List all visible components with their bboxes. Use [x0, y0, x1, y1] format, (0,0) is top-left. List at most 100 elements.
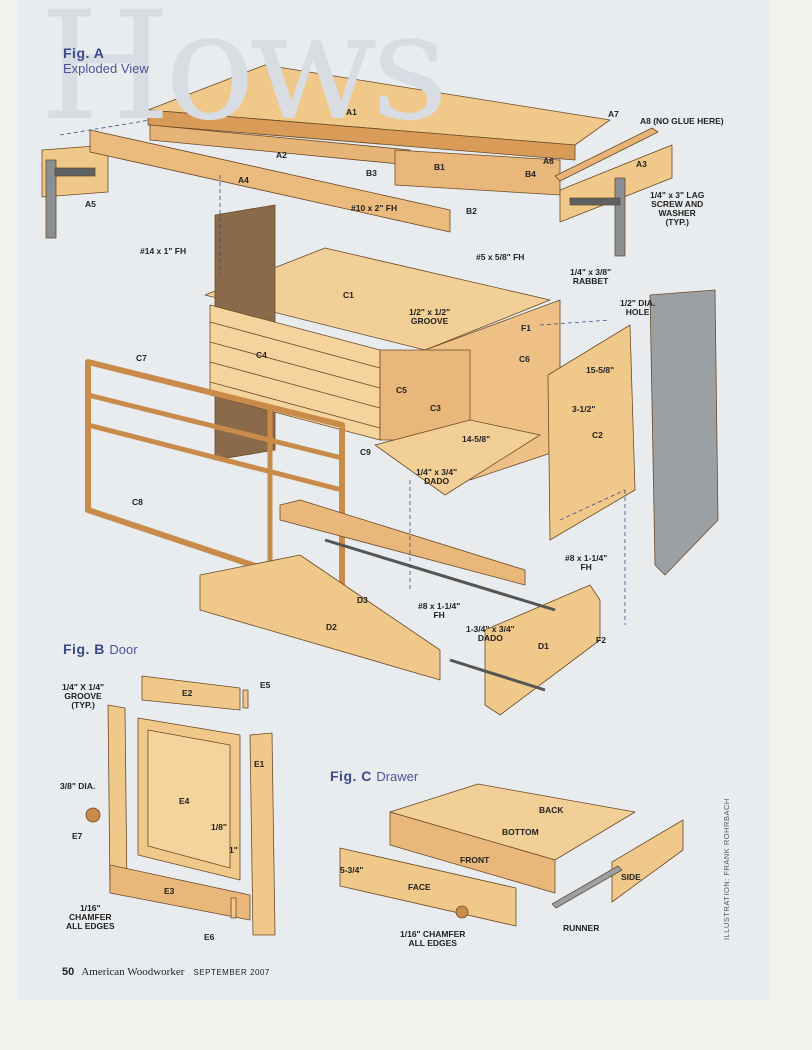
- label-screw-8-2: #8 x 1-1/4" FH: [418, 601, 461, 620]
- part-c1-top: [204, 247, 551, 351]
- part-a7-strip: [554, 127, 659, 182]
- illustration-credit: ILLUSTRATION: FRANK ROHRBACH: [722, 798, 731, 940]
- label-c4: C4: [256, 350, 267, 360]
- label-dim-18: 1/8": [211, 822, 227, 832]
- label-drawer-side: SIDE: [621, 872, 641, 882]
- drawer-knob: [455, 905, 469, 919]
- label-c9: C9: [360, 447, 371, 457]
- label-e7: E7: [72, 831, 83, 841]
- label-c5: C5: [396, 385, 407, 395]
- page-footer: 50 American Woodworker SEPTEMBER 2007: [62, 966, 270, 978]
- label-dim-15-58: 15-5/8": [586, 365, 615, 375]
- label-drawer-bottom: BOTTOM: [502, 827, 539, 837]
- label-e5: E5: [260, 680, 271, 690]
- label-rabbet: 1/4" x 3/8" RABBET: [570, 267, 612, 286]
- label-a4: A4: [238, 175, 249, 185]
- part-e3-rail: [109, 864, 251, 921]
- part-e4-panel-inner: [147, 729, 231, 869]
- fig-b-subtitle: Door: [109, 642, 138, 657]
- label-e4: E4: [179, 796, 190, 806]
- label-door-groove: 1/4" X 1/4" GROOVE (TYP.): [62, 682, 105, 710]
- label-f2: F2: [596, 635, 606, 645]
- label-b1: B1: [434, 162, 445, 172]
- issue-date: SEPTEMBER 2007: [193, 968, 270, 977]
- label-e1: E1: [254, 759, 265, 769]
- label-dim-5-34: 5-3/4": [340, 865, 364, 875]
- label-lag-screw: 1/4" x 3" LAG SCREW AND WASHER (TYP.): [650, 190, 705, 227]
- label-screw-8-1: #8 x 1-1/4" FH: [565, 553, 608, 572]
- label-d3: D3: [357, 595, 368, 605]
- label-c2: C2: [592, 430, 603, 440]
- fig-b-title: Fig. B: [63, 641, 105, 657]
- label-d1: D1: [538, 641, 549, 651]
- label-drawer-runner: RUNNER: [563, 923, 600, 933]
- magazine-name: American Woodworker: [81, 966, 185, 978]
- part-e2-rail: [141, 675, 241, 711]
- part-c9-bottom: [374, 419, 541, 496]
- fig-c-title: Fig. C: [330, 768, 372, 784]
- part-e1-stile: [249, 732, 276, 936]
- part-a4-rail: [89, 129, 451, 233]
- part-d2-base-rail: [199, 554, 441, 681]
- label-d2: D2: [326, 622, 337, 632]
- fig-a-title: Fig. A: [63, 45, 105, 61]
- fig-a-subtitle: Exploded View: [63, 61, 149, 76]
- part-c2-side: [547, 324, 636, 541]
- page-number: 50: [62, 966, 75, 978]
- part-d3-base-rail: [279, 499, 526, 586]
- label-screw-14x1: #14 x 1" FH: [140, 246, 187, 256]
- label-a7: A7: [608, 109, 619, 119]
- vise-screw-right: [614, 177, 626, 257]
- label-b3: B3: [366, 168, 377, 178]
- metal-vise-bracket: [649, 289, 719, 576]
- fig-c-subtitle: Drawer: [376, 769, 419, 784]
- fig-a-heading: Fig. A Exploded View: [63, 45, 149, 76]
- vise-handle-left: [54, 167, 96, 177]
- part-a1-top-edge: [147, 109, 576, 161]
- vise-handle-right: [569, 197, 621, 206]
- drawer-front-panel: [389, 811, 556, 894]
- label-c7: C7: [136, 353, 147, 363]
- label-dia-38: 3/8" DIA.: [60, 781, 96, 791]
- label-screw-10x2: #10 x 2" FH: [351, 203, 398, 213]
- label-c3: C3: [430, 403, 441, 413]
- label-e3: E3: [164, 886, 175, 896]
- label-a5: A5: [85, 199, 96, 209]
- door-knob: [85, 807, 101, 823]
- label-door-chamfer: 1/16" CHAMFER ALL EDGES: [66, 903, 115, 931]
- label-dim-14-58: 14-5/8": [462, 434, 491, 444]
- label-dado-d1: 1-3/4" x 3/4" DADO: [466, 624, 515, 643]
- label-hole: 1/2" DIA. HOLE: [620, 298, 656, 317]
- drawer-side-panel: [611, 819, 684, 903]
- drawer-runner-strip: [551, 865, 623, 909]
- label-screw-5x58: #5 x 5/8" FH: [476, 252, 525, 262]
- label-drawer-front: FRONT: [460, 855, 490, 865]
- background-watermark-text: Hows: [40, 0, 449, 154]
- label-c1: C1: [343, 290, 354, 300]
- part-e6-peg: [230, 897, 237, 919]
- label-drawer-chamfer: 1/16" CHAMFER ALL EDGES: [400, 929, 466, 948]
- drawer-face-panel: [339, 847, 517, 927]
- label-b2: B2: [466, 206, 477, 216]
- label-a3: A3: [636, 159, 647, 169]
- label-e6: E6: [204, 932, 215, 942]
- label-c6: C6: [519, 354, 530, 364]
- label-a1: A1: [346, 107, 357, 117]
- label-dim-3-12: 3-1/2": [572, 404, 596, 414]
- label-e2: E2: [182, 688, 193, 698]
- label-drawer-back: BACK: [539, 805, 564, 815]
- label-b4: B4: [525, 169, 536, 179]
- label-a6: A6: [543, 156, 554, 166]
- label-groove: 1/2" x 1/2" GROOVE: [409, 307, 451, 326]
- part-e5-peg: [242, 689, 249, 709]
- label-drawer-face: FACE: [408, 882, 431, 892]
- label-a2: A2: [276, 150, 287, 160]
- fig-c-heading: Fig. C Drawer: [330, 768, 418, 786]
- label-a8: A8 (NO GLUE HERE): [640, 116, 724, 126]
- fig-b-heading: Fig. B Door: [63, 641, 138, 659]
- label-c8: C8: [132, 497, 143, 507]
- part-d1-foot: [484, 584, 601, 716]
- label-dim-1: 1": [229, 845, 238, 855]
